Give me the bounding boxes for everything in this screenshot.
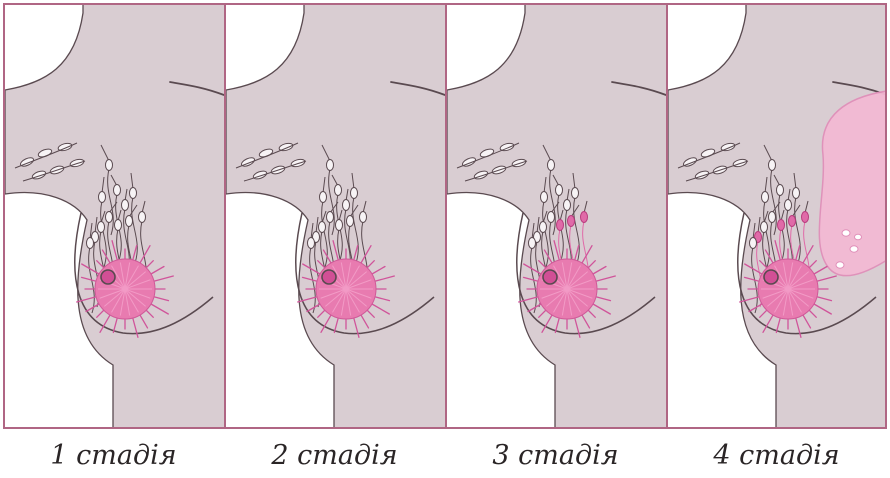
affected-lymph-node <box>557 220 564 231</box>
body-silhouette <box>447 5 666 429</box>
lymph-node <box>540 222 547 233</box>
stage-label: 2 стадія <box>224 440 445 478</box>
lymph-node <box>548 212 555 223</box>
body-silhouette <box>226 5 445 429</box>
metastasis-nodule <box>836 262 844 268</box>
lymph-node <box>769 160 776 171</box>
lymph-node <box>122 200 129 211</box>
affected-lymph-node <box>568 216 575 227</box>
stage-label: 1 стадія <box>3 440 224 478</box>
affected-lymph-node <box>778 220 785 231</box>
stage-panel-2 <box>224 3 445 429</box>
stage-label: 4 стадія <box>666 440 887 478</box>
metastasis-nodule <box>855 234 862 240</box>
metastasis-nodule <box>850 246 858 252</box>
lymph-node <box>761 222 768 233</box>
metastasis-nodule <box>842 230 850 236</box>
lymph-node <box>98 222 105 233</box>
lymph-node <box>750 238 757 249</box>
lymph-node <box>106 212 113 223</box>
lymph-node <box>114 185 121 196</box>
lymph-node <box>793 188 800 199</box>
lymph-node <box>115 220 122 231</box>
lymph-node <box>106 160 113 171</box>
lymph-node <box>556 185 563 196</box>
stage-panel-3 <box>445 3 666 429</box>
lymph-node <box>319 222 326 233</box>
lymph-node <box>347 216 354 227</box>
lymph-node <box>548 160 555 171</box>
affected-lymph-node <box>789 216 796 227</box>
lymph-node <box>529 238 536 249</box>
lymph-node <box>351 188 358 199</box>
nipple <box>322 270 336 284</box>
stage-panel-1 <box>3 3 224 429</box>
lymph-node <box>87 238 94 249</box>
breast-illustration <box>226 5 445 429</box>
lymph-node <box>327 212 334 223</box>
lymph-node <box>139 212 146 223</box>
lymph-node <box>785 200 792 211</box>
stage-labels: 1 стадія 2 стадія 3 стадія 4 стадія <box>3 440 887 478</box>
lymph-node <box>777 185 784 196</box>
lymph-node <box>572 188 579 199</box>
nipple <box>764 270 778 284</box>
affected-lymph-node <box>581 212 588 223</box>
breast-illustration <box>447 5 666 429</box>
stages-illustration <box>3 3 887 429</box>
lymph-node <box>335 185 342 196</box>
stage-panel-4 <box>666 3 887 429</box>
nipple <box>101 270 115 284</box>
body-silhouette <box>5 5 224 429</box>
lymph-node <box>762 192 769 203</box>
lymph-node <box>327 160 334 171</box>
breast-illustration <box>668 5 887 429</box>
stage-label: 3 стадія <box>445 440 666 478</box>
lymph-node <box>564 200 571 211</box>
lymph-node <box>360 212 367 223</box>
lymph-node <box>130 188 137 199</box>
lymph-node <box>343 200 350 211</box>
lymph-node <box>126 216 133 227</box>
lymph-node <box>336 220 343 231</box>
lymph-node <box>320 192 327 203</box>
breast-illustration <box>5 5 224 429</box>
lymph-node <box>99 192 106 203</box>
lymph-node <box>308 238 315 249</box>
nipple <box>543 270 557 284</box>
lymph-node <box>541 192 548 203</box>
lymph-node <box>769 212 776 223</box>
affected-lymph-node <box>802 212 809 223</box>
